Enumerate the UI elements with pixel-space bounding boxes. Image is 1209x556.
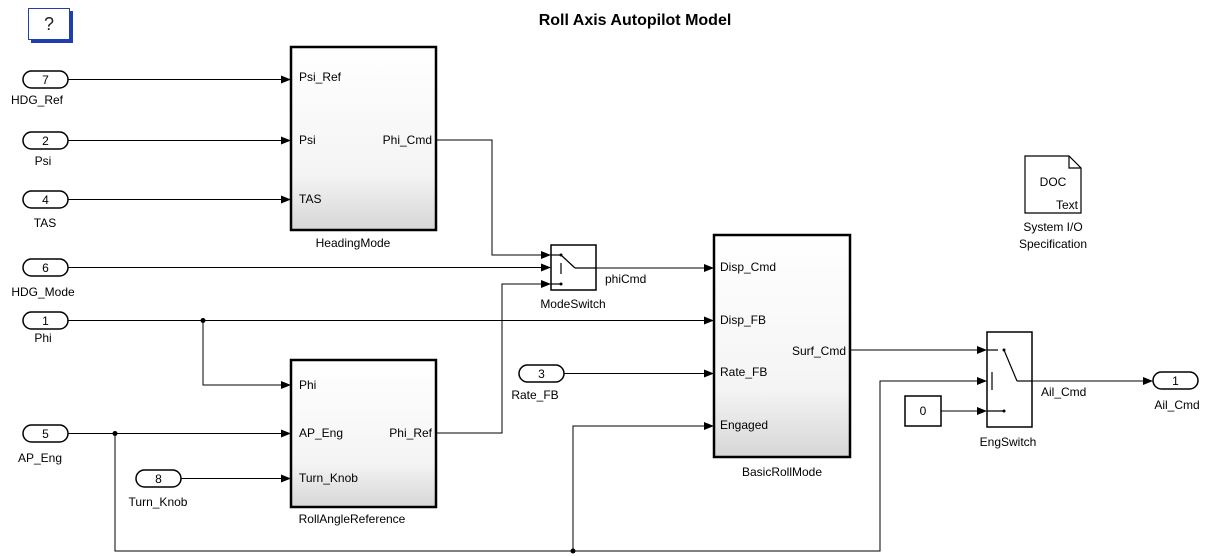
port-label: Surf_Cmd xyxy=(792,344,846,358)
inport-number: 8 xyxy=(155,472,162,486)
block-name: ModeSwitch xyxy=(540,297,605,311)
doc-block[interactable]: DOC Text System I/O Specification xyxy=(1019,155,1087,251)
port-label: Phi_Cmd xyxy=(383,133,432,147)
outport-number: 1 xyxy=(1172,374,1179,388)
branch-point xyxy=(570,548,576,554)
port-label: Engaged xyxy=(720,418,768,432)
model-title: Roll Axis Autopilot Model xyxy=(538,12,732,29)
block-name: BasicRollMode xyxy=(742,465,822,479)
inport-label: AP_Eng xyxy=(18,451,62,465)
block-name: RollAngleReference xyxy=(299,512,406,526)
inport-number: 2 xyxy=(42,134,49,148)
signal-lines xyxy=(68,75,1153,552)
inport-number: 7 xyxy=(42,73,49,87)
doc-icon-sub: Text xyxy=(1056,198,1079,212)
port-label: Phi xyxy=(299,378,316,392)
help-button[interactable]: ? xyxy=(28,8,70,40)
outport-ail-cmd[interactable]: 1 Ail_Cmd xyxy=(1152,371,1200,412)
inport-hdg-mode[interactable]: 6 HDG_Mode xyxy=(11,258,75,299)
inport-number: 3 xyxy=(538,367,545,381)
heading-mode-block[interactable]: Psi_Ref Psi TAS Phi_Cmd xyxy=(289,45,438,232)
branch-point xyxy=(200,318,206,323)
inport-tas[interactable]: 4 TAS xyxy=(22,190,69,230)
doc-caption: System I/O xyxy=(1023,220,1082,234)
eng-switch-block[interactable] xyxy=(986,331,1033,428)
port-label: Disp_Cmd xyxy=(720,260,776,274)
signal-label: Ail_Cmd xyxy=(1041,385,1086,399)
inport-label: Rate_FB xyxy=(511,388,558,402)
inport-number: 1 xyxy=(42,314,49,328)
port-label: Rate_FB xyxy=(720,365,767,379)
constant-value: 0 xyxy=(920,404,927,418)
port-label: Turn_Knob xyxy=(299,471,358,485)
inport-label: TAS xyxy=(34,216,56,230)
outport-label: Ail_Cmd xyxy=(1154,398,1199,412)
roll-angle-reference-block[interactable]: Phi AP_Eng Turn_Knob Phi_Ref xyxy=(289,358,438,509)
port-label: AP_Eng xyxy=(299,426,343,440)
inport-label: Turn_Knob xyxy=(129,495,188,509)
block-name: HeadingMode xyxy=(316,236,391,250)
port-label: Psi_Ref xyxy=(299,70,342,84)
inport-hdg-ref[interactable]: 7 HDG_Ref xyxy=(11,70,69,107)
port-label: Psi xyxy=(299,133,316,147)
inport-number: 6 xyxy=(42,261,49,275)
doc-icon-title: DOC xyxy=(1040,175,1067,189)
inport-turn-knob[interactable]: 8 Turn_Knob xyxy=(129,469,188,509)
constant-block[interactable]: 0 xyxy=(904,395,942,427)
port-label: Phi_Ref xyxy=(389,426,432,440)
inport-label: HDG_Mode xyxy=(11,285,75,299)
inport-rate-fb[interactable]: 3 Rate_FB xyxy=(511,364,565,402)
inport-phi[interactable]: 1 Phi xyxy=(22,311,69,345)
port-label: Disp_FB xyxy=(720,313,766,327)
inport-psi[interactable]: 2 Psi xyxy=(22,131,69,168)
inport-label: HDG_Ref xyxy=(11,93,64,107)
basic-roll-mode-block[interactable]: Disp_Cmd Disp_FB Rate_FB Engaged Surf_Cm… xyxy=(712,233,852,459)
mode-switch-block[interactable] xyxy=(550,244,597,291)
block-name: EngSwitch xyxy=(980,435,1037,449)
doc-caption: Specification xyxy=(1019,237,1087,251)
port-label: TAS xyxy=(299,192,321,206)
inport-ap-eng[interactable]: 5 AP_Eng xyxy=(18,424,69,465)
branch-point xyxy=(112,431,118,436)
inport-number: 5 xyxy=(42,427,49,441)
signal-label: phiCmd xyxy=(605,272,646,286)
inport-number: 4 xyxy=(42,193,49,207)
inport-label: Phi xyxy=(34,331,51,345)
inport-label: Psi xyxy=(35,154,52,168)
